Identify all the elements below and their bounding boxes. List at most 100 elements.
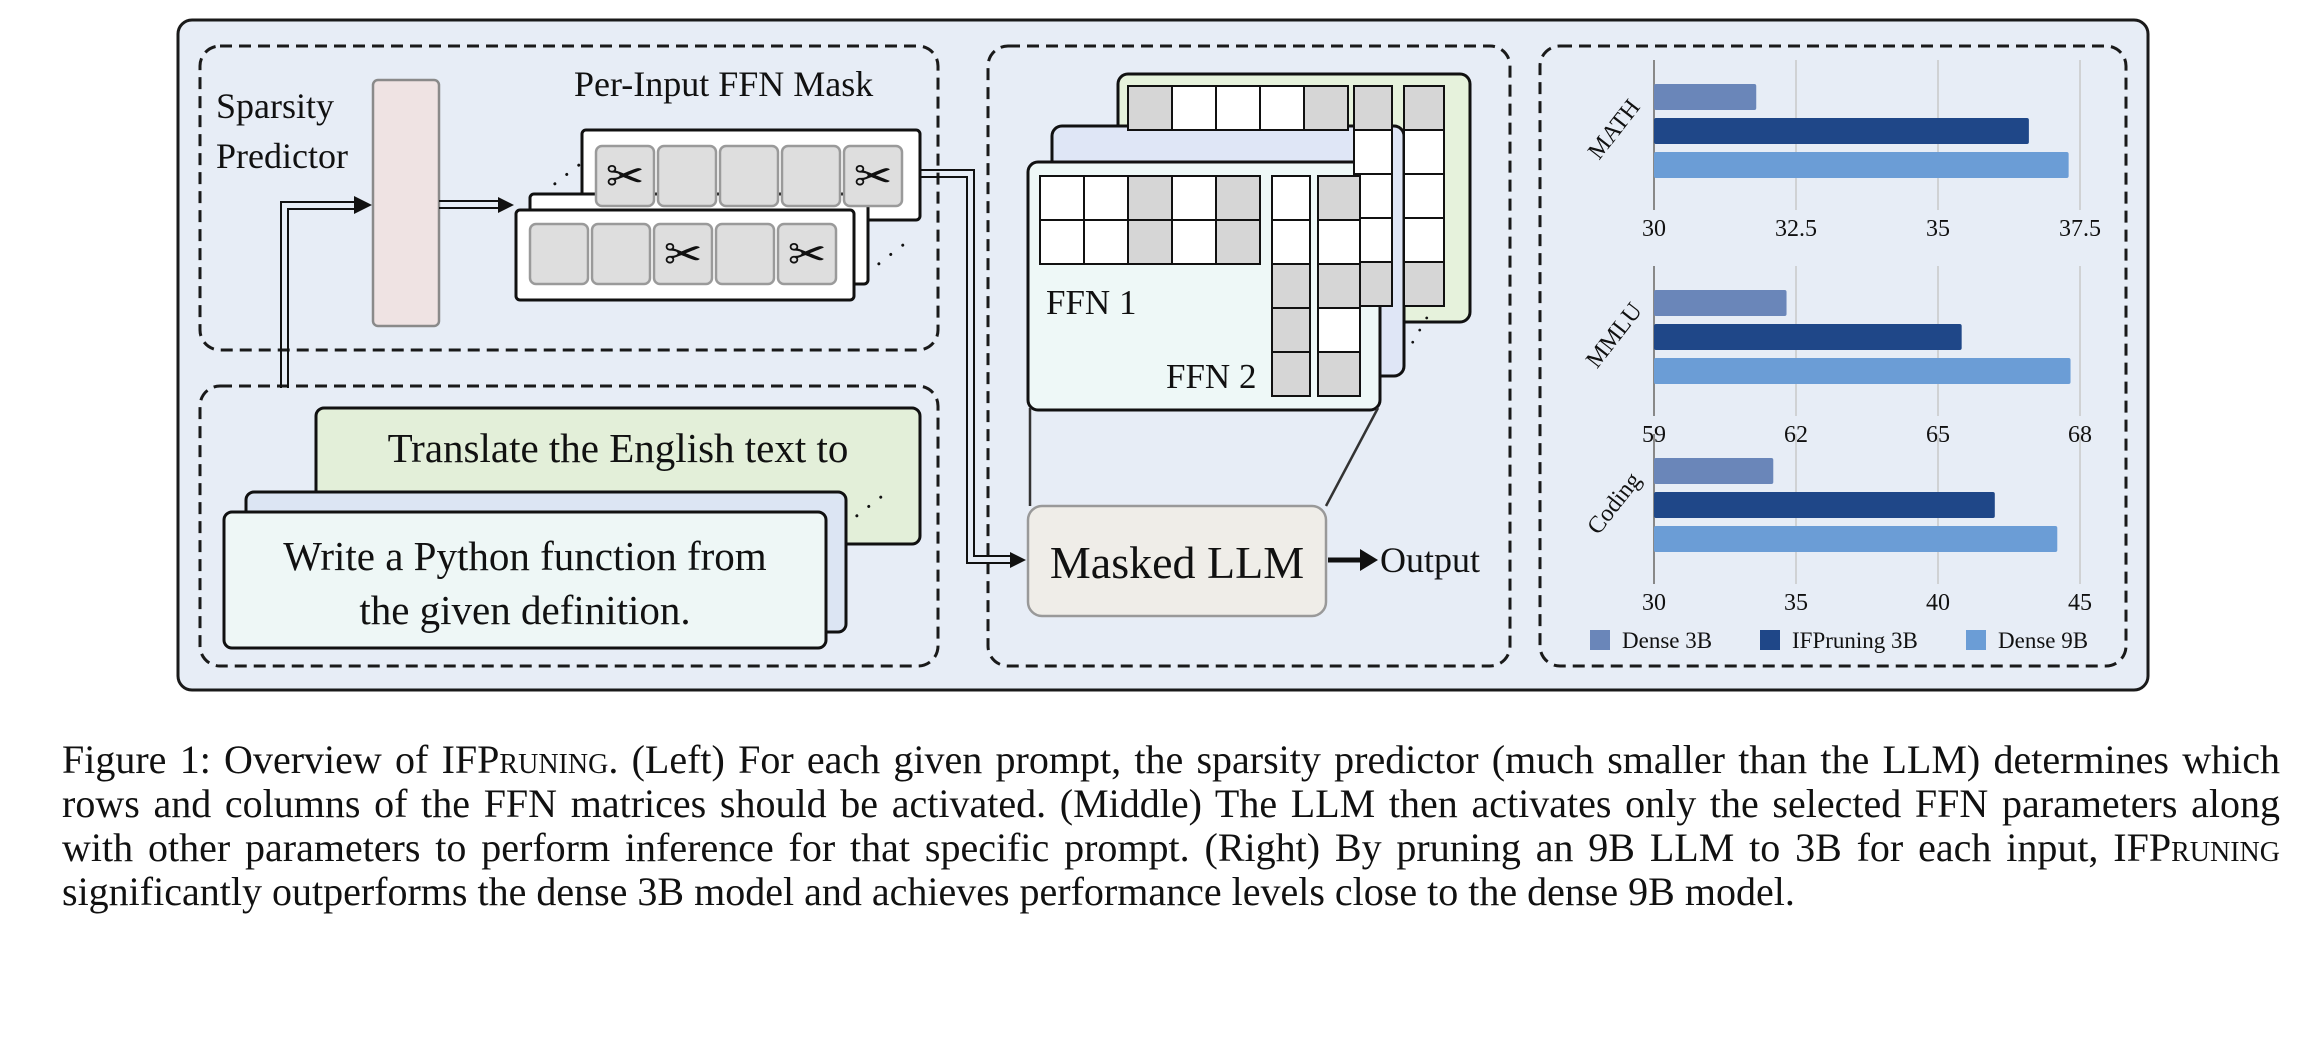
tick-label: 30 — [1642, 216, 1666, 242]
bar-math-1 — [1654, 118, 2029, 144]
bar-math-2 — [1654, 152, 2069, 178]
prompt-to-predictor-arrowhead — [354, 196, 372, 214]
mask-back-cell — [718, 144, 780, 208]
predictor-frame — [198, 44, 940, 352]
tick-label: 35 — [1784, 590, 1808, 616]
tick-label: 32.5 — [1775, 216, 1817, 242]
bar-coding-2 — [1654, 526, 2058, 552]
ffn1-cell — [1083, 175, 1129, 221]
predictor-label-line2: Predictor — [216, 136, 348, 176]
ffn2-col-b-cell — [1317, 351, 1361, 397]
mask-to-llm-arrowhead — [1010, 552, 1026, 568]
caption-method-name-1: Pruning — [477, 737, 609, 782]
legend-swatch — [1760, 630, 1780, 650]
masked-llm-block — [1026, 504, 1328, 618]
scissors-icon: ✂ — [664, 229, 703, 280]
scissors-icon: ✂ — [788, 229, 827, 280]
mask-back-cell — [656, 144, 718, 208]
ffn1-cell — [1127, 175, 1173, 221]
bar-mmlu-1 — [1654, 324, 1962, 350]
ffn2-col-a-cell — [1271, 219, 1311, 265]
bar-math-0 — [1654, 84, 1757, 110]
ffn2-col-a-cell — [1271, 263, 1311, 309]
masked-llm-frame — [986, 44, 1512, 668]
prompts-frame — [198, 384, 940, 668]
ffn1-cell — [1083, 219, 1129, 265]
mask-front-cell — [590, 222, 652, 286]
tick-label: 37.5 — [2059, 216, 2101, 242]
caption-part-2: . (Left) For each given prompt, the spar… — [62, 737, 2280, 870]
prompt-front-line1: Write a Python function from — [283, 533, 767, 579]
ffn1-cell — [1215, 175, 1261, 221]
legend-label: IFPruning 3B — [1792, 628, 1918, 653]
ffn-back-col-b-cell — [1403, 261, 1445, 307]
scissors-icon: ✂ — [854, 151, 893, 202]
ffn2-col-a-cell — [1271, 175, 1311, 221]
output-label: Output — [1380, 540, 1480, 580]
mask-front-cell — [528, 222, 590, 286]
prompt-front-line2: the given definition. — [359, 587, 690, 633]
sparsity-predictor-block — [371, 78, 441, 328]
ffn-connector-right — [1324, 407, 1380, 507]
ffn-back-col-a-cell — [1353, 129, 1393, 175]
ffn1-cell — [1171, 219, 1217, 265]
caption-part-3: significantly outperforms the dense 3B m… — [62, 869, 1795, 914]
bar-mmlu-0 — [1654, 290, 1787, 316]
ffn-back-row-cell — [1127, 85, 1173, 131]
ffn-back-row-cell — [1215, 85, 1261, 131]
ffn2-col-a-cell — [1271, 351, 1311, 397]
mask-back-cell — [842, 144, 904, 208]
ffn1-cell — [1039, 175, 1085, 221]
mask-title: Per-Input FFN Mask — [574, 64, 873, 104]
ffn-cells-front — [1039, 175, 1361, 397]
predictor-to-mask-arrow — [439, 200, 502, 209]
bar-mmlu-2 — [1654, 358, 2071, 384]
legend-label: Dense 3B — [1622, 628, 1712, 653]
ffn1-cell — [1171, 175, 1217, 221]
mask-back-cell — [780, 144, 842, 208]
llm-to-output-arrowhead — [1360, 549, 1378, 571]
tick-label: 35 — [1926, 216, 1950, 242]
bar-coding-1 — [1654, 492, 1995, 518]
prompt-back-text: Translate the English text to — [388, 425, 849, 471]
bar-coding-0 — [1654, 458, 1774, 484]
tick-label: 45 — [2068, 590, 2092, 616]
ffn1-label: FFN 1 — [1046, 283, 1136, 322]
ffn2-col-b-cell — [1317, 307, 1361, 353]
ffn2-col-b-cell — [1317, 219, 1361, 265]
predictor-label-line1: Sparsity — [216, 86, 334, 126]
mask-to-llm-arrow — [920, 169, 1014, 564]
legend-label: Dense 9B — [1998, 628, 2088, 653]
scissors-icon: ✂ — [606, 151, 645, 202]
mask-front-cell — [652, 222, 714, 286]
ffn2-label: FFN 2 — [1166, 357, 1256, 396]
ffn-back-col-b-cell — [1403, 85, 1445, 131]
ffn1-cell — [1039, 219, 1085, 265]
mask-cells-front: ✂✂ — [528, 222, 838, 286]
ffn2-col-a-cell — [1271, 307, 1311, 353]
ffn-back-row-cell — [1303, 85, 1349, 131]
mask-cells-back: ✂✂ — [594, 144, 904, 208]
prompt-to-predictor-arrow — [280, 201, 360, 388]
legend-swatch — [1590, 630, 1610, 650]
ffn1-cell — [1215, 219, 1261, 265]
ffn2-col-b-cell — [1317, 263, 1361, 309]
ffn-back-col-b-cell — [1403, 173, 1445, 219]
ffn1-cell — [1127, 219, 1173, 265]
ffn-back-row-cell — [1259, 85, 1305, 131]
ffn-back-col-b-cell — [1403, 129, 1445, 175]
caption-method-name-2: Pruning — [2148, 825, 2280, 870]
ffn-back-col-a-cell — [1353, 85, 1393, 131]
legend-swatch — [1966, 630, 1986, 650]
mask-front-cell — [776, 222, 838, 286]
tick-label: 40 — [1926, 590, 1950, 616]
predictor-to-mask-arrowhead — [498, 197, 514, 213]
caption-part-1: Figure 1: Overview of IF — [62, 737, 478, 782]
prompt-card-front — [222, 510, 828, 650]
figure-caption: Figure 1: Overview of IFPruning. (Left) … — [62, 738, 2280, 914]
mask-back-cell — [594, 144, 656, 208]
figure-1: Sparsity Predictor Per-Input FFN Mask ✂✂… — [176, 18, 2150, 692]
mask-front-cell — [714, 222, 776, 286]
ffn-back-row-cell — [1171, 85, 1217, 131]
ffn-back-col-b-cell — [1403, 217, 1445, 263]
